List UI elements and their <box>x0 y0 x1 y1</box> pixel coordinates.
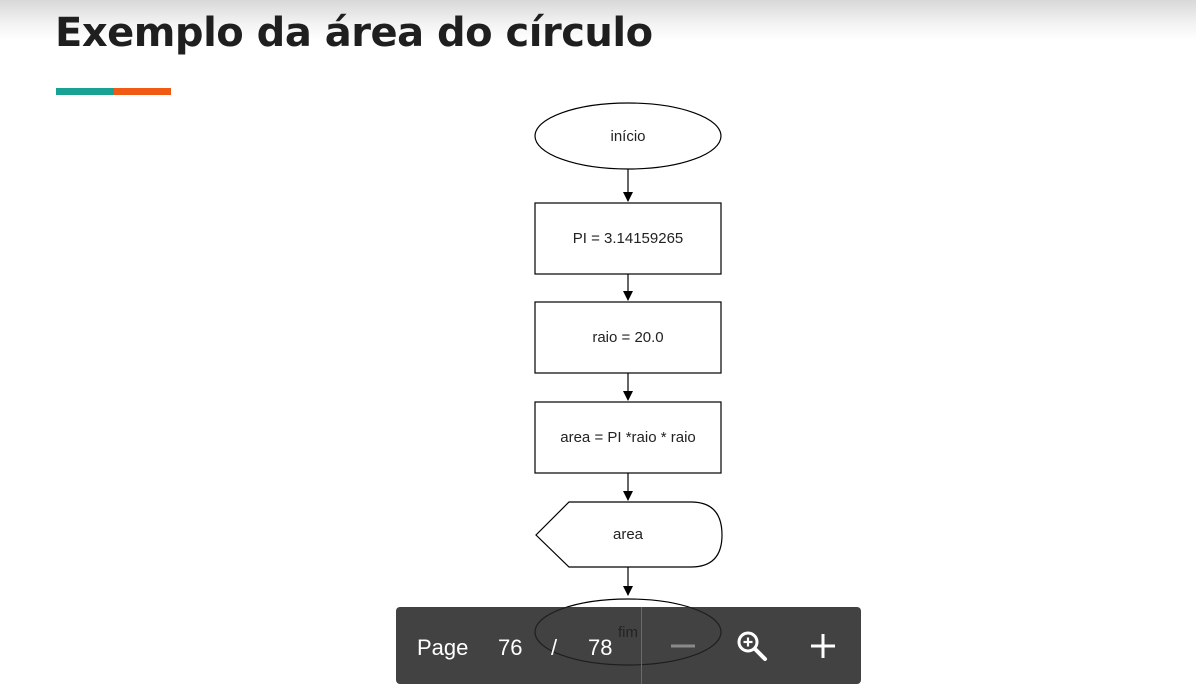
current-page-number[interactable]: 76 <box>498 635 523 660</box>
accent-bar-teal <box>56 88 114 95</box>
display-shape <box>535 501 723 568</box>
accent-bar-orange <box>114 88 171 95</box>
page-label: Page <box>417 635 469 660</box>
area-calc-label: area = PI *raio * raio <box>560 429 696 446</box>
slide-title: Exemplo da área do círculo <box>55 10 653 56</box>
raio-label: raio = 20.0 <box>592 329 663 346</box>
display-label: area <box>613 526 644 543</box>
pdf-toolbar: Page 76 / 78 <box>396 607 861 684</box>
pi-label: PI = 3.14159265 <box>573 230 684 247</box>
total-pages: 78 <box>588 635 613 660</box>
zoom-in-button[interactable] <box>805 628 841 664</box>
plus-icon <box>811 634 835 658</box>
zoom-fit-button[interactable] <box>734 628 770 664</box>
zoom-out-button[interactable] <box>665 628 701 664</box>
minus-icon <box>671 644 695 648</box>
magnifier-plus-icon <box>737 631 767 661</box>
toolbar-divider <box>641 607 642 684</box>
page-separator: / <box>551 635 558 660</box>
raio-process-box <box>534 301 722 374</box>
top-shade <box>0 0 1196 40</box>
start-label: início <box>610 128 645 145</box>
flowchart: início PI = 3.14159265 raio = 20.0 area … <box>534 102 723 666</box>
